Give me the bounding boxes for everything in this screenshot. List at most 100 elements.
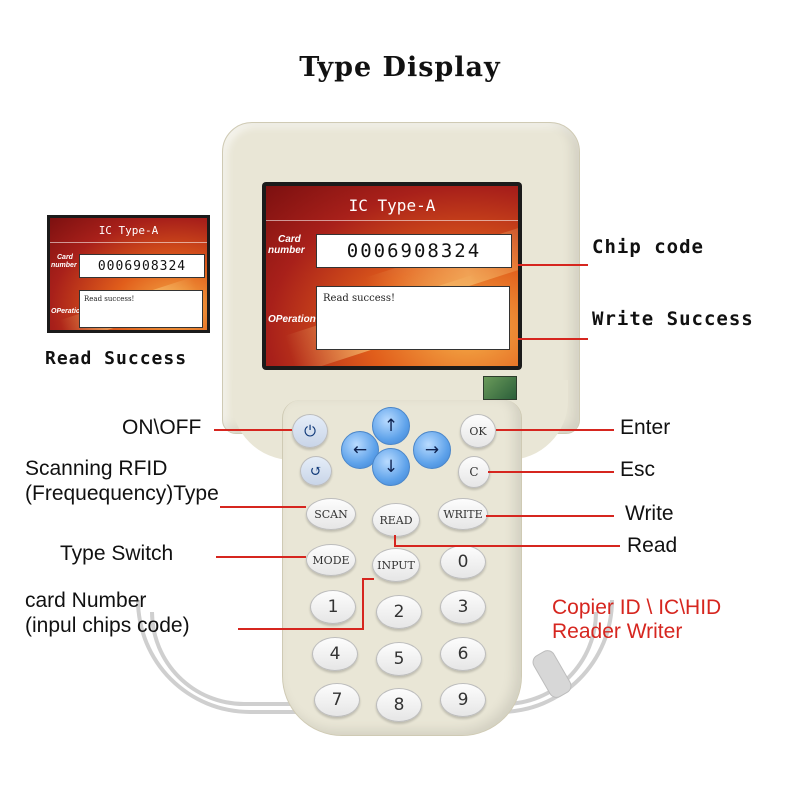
- key-5-label: 5: [393, 649, 405, 669]
- mode-button[interactable]: MODE: [306, 544, 356, 576]
- write-button[interactable]: WRITE: [438, 498, 488, 530]
- write-line: [486, 515, 614, 517]
- card-number-line: [238, 628, 364, 630]
- device-screen: IC Type-A Card number 0006908324 OPerati…: [262, 182, 522, 370]
- key-6[interactable]: 6: [440, 637, 486, 671]
- on-off-label: ON\OFF: [122, 416, 202, 439]
- power-button[interactable]: ⏻: [292, 414, 328, 448]
- key-2[interactable]: 2: [376, 595, 422, 629]
- down-button[interactable]: ↓: [372, 448, 410, 486]
- card-number-callout-line2: (inpul chips code): [25, 614, 190, 637]
- inset-operation-text: Read success!: [84, 295, 135, 303]
- card-number-line-top: [362, 578, 374, 580]
- card-number-callout: card Number (inpul chips code): [25, 588, 190, 638]
- read-label: READ: [379, 513, 413, 527]
- card-number-line-vertical: [362, 578, 364, 630]
- scanning-label: Scanning RFID (Frequequency)Type: [25, 456, 219, 506]
- inset-header-rule: [50, 242, 207, 243]
- arrow-left-icon: ←: [352, 440, 368, 460]
- read-button[interactable]: READ: [372, 503, 420, 537]
- write-label: WRITE: [443, 507, 483, 521]
- operation-display: Read success!: [316, 286, 510, 350]
- key-6-label: 6: [457, 644, 469, 664]
- type-switch-line: [216, 556, 306, 558]
- operation-label: OPeration: [268, 314, 316, 325]
- key-4-label: 4: [329, 644, 341, 664]
- c-button[interactable]: C: [458, 456, 490, 488]
- arrow-down-icon: ↓: [383, 457, 399, 477]
- key-9[interactable]: 9: [440, 683, 486, 717]
- key-8-label: 8: [393, 695, 405, 715]
- inset-card-number-display: 0006908324: [79, 254, 205, 278]
- esc-label: Esc: [620, 458, 656, 481]
- key-1-label: 1: [327, 597, 339, 617]
- key-3-label: 3: [457, 597, 469, 617]
- read-label: Read: [627, 534, 678, 557]
- product-caption-line1: Copier ID \ IC\HID: [552, 596, 722, 619]
- right-button[interactable]: →: [413, 431, 451, 469]
- operation-text: Read success!: [323, 293, 395, 304]
- back-button[interactable]: ↺: [300, 456, 332, 486]
- chip-icon: [483, 376, 517, 400]
- write-success-label: Write Success: [592, 308, 754, 330]
- mode-label: MODE: [312, 553, 350, 567]
- key-1[interactable]: 1: [310, 590, 356, 624]
- key-3[interactable]: 3: [440, 590, 486, 624]
- on-off-line: [214, 429, 292, 431]
- key-0[interactable]: 0: [440, 545, 486, 579]
- read-success-label: Read Success: [45, 348, 188, 369]
- ok-label: OK: [469, 424, 487, 438]
- card-number-label: Card number: [268, 234, 305, 256]
- scan-button[interactable]: SCAN: [306, 498, 356, 530]
- scanning-label-line2: (Frequequency)Type: [25, 482, 219, 505]
- write-success-line: [518, 338, 588, 340]
- read-line: [394, 545, 620, 547]
- key-9-label: 9: [457, 690, 469, 710]
- type-switch-label: Type Switch: [60, 542, 174, 565]
- key-5[interactable]: 5: [376, 642, 422, 676]
- input-button[interactable]: INPUT: [372, 548, 420, 582]
- key-4[interactable]: 4: [312, 637, 358, 671]
- power-icon: ⏻: [304, 422, 316, 440]
- enter-label: Enter: [620, 416, 671, 439]
- enter-line: [496, 429, 614, 431]
- inset-card-label-line2: number: [51, 262, 77, 269]
- product-caption-line2: Reader Writer: [552, 620, 683, 643]
- inset-card-label-line1: Card: [57, 254, 73, 261]
- scanning-label-line1: Scanning RFID: [25, 457, 168, 480]
- input-label: INPUT: [377, 558, 415, 572]
- write-label: Write: [625, 502, 674, 525]
- arrow-up-icon: ↑: [383, 416, 399, 436]
- c-label: C: [469, 465, 479, 479]
- screen-display: IC Type-A Card number 0006908324 OPerati…: [266, 186, 518, 366]
- inset-operation-label: OPeration: [51, 308, 85, 315]
- up-button[interactable]: ↑: [372, 407, 410, 445]
- key-7-label: 7: [331, 690, 343, 710]
- chip-code-line: [518, 264, 588, 266]
- ok-button[interactable]: OK: [460, 414, 496, 448]
- page-title: Type Display: [299, 52, 501, 83]
- inset-screen-header: IC Type-A: [98, 224, 159, 237]
- inset-screen-display: IC Type-A Card number 0006908324 OPerati…: [50, 218, 207, 330]
- card-number-display: 0006908324: [316, 234, 512, 268]
- inset-card-number-label: Card number: [51, 254, 77, 270]
- back-icon: ↺: [309, 462, 323, 480]
- screen-header: IC Type-A: [348, 196, 436, 215]
- key-2-label: 2: [393, 602, 405, 622]
- scan-label: SCAN: [314, 507, 348, 521]
- card-number-label-line1: Card: [278, 234, 301, 245]
- card-number-label-line2: number: [268, 245, 305, 256]
- key-7[interactable]: 7: [314, 683, 360, 717]
- scanning-line: [220, 506, 306, 508]
- key-8[interactable]: 8: [376, 688, 422, 722]
- screen-header-rule: [266, 220, 518, 221]
- inset-screen: IC Type-A Card number 0006908324 OPerati…: [47, 215, 210, 333]
- chip-code-label: Chip code: [592, 236, 704, 258]
- inset-operation-display: Read success!: [79, 290, 203, 328]
- esc-line: [488, 471, 614, 473]
- card-number-callout-line1: card Number: [25, 589, 147, 612]
- arrow-right-icon: →: [424, 440, 440, 460]
- product-caption: Copier ID \ IC\HID Reader Writer: [552, 596, 721, 644]
- read-line-vertical: [394, 535, 396, 547]
- key-0-label: 0: [457, 552, 469, 572]
